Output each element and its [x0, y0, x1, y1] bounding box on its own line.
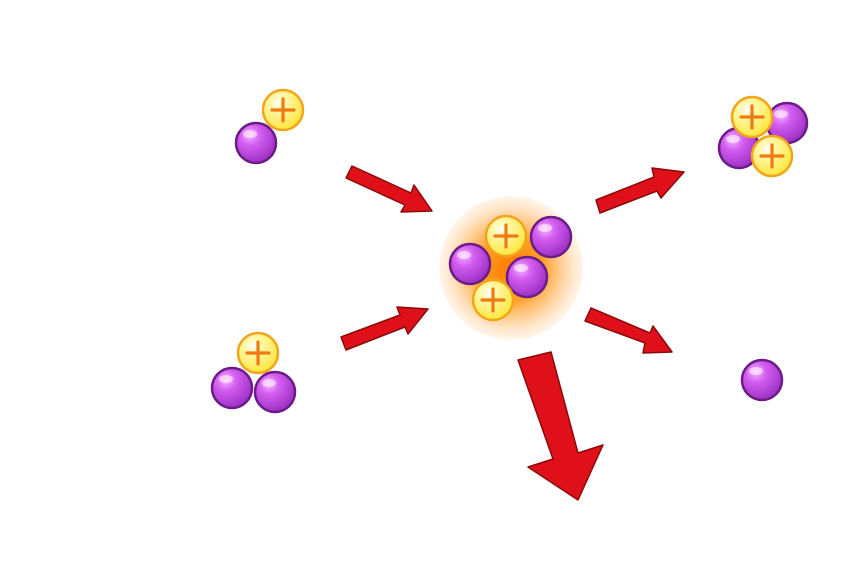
- deuterium-nucleus: [234, 88, 305, 165]
- helium-nucleus: [717, 95, 809, 178]
- neutron-ball-icon: [529, 215, 573, 259]
- neutron-ball-icon: [253, 370, 297, 414]
- proton-plus-icon: [730, 95, 774, 139]
- neutron-ball-icon: [234, 121, 278, 165]
- red-arrow-icon: [517, 351, 604, 501]
- red-arrow-icon: [340, 306, 429, 351]
- proton-plus-icon: [236, 331, 280, 375]
- tritium-nucleus: [210, 331, 297, 414]
- red-arrow-icon: [584, 307, 673, 354]
- proton-plus-icon: [261, 88, 305, 132]
- proton-plus-icon: [484, 214, 528, 258]
- neutron-ball-icon: [210, 366, 254, 410]
- neutron-ball-icon: [740, 358, 784, 402]
- free-neutron: [740, 358, 784, 402]
- neutron-ball-icon: [448, 242, 492, 286]
- fusion-core: [439, 196, 583, 340]
- neutron-ball-icon: [505, 255, 549, 299]
- red-arrow-icon: [345, 165, 433, 213]
- red-arrow-icon: [595, 167, 685, 214]
- proton-plus-icon: [750, 134, 794, 178]
- proton-plus-icon: [471, 278, 515, 322]
